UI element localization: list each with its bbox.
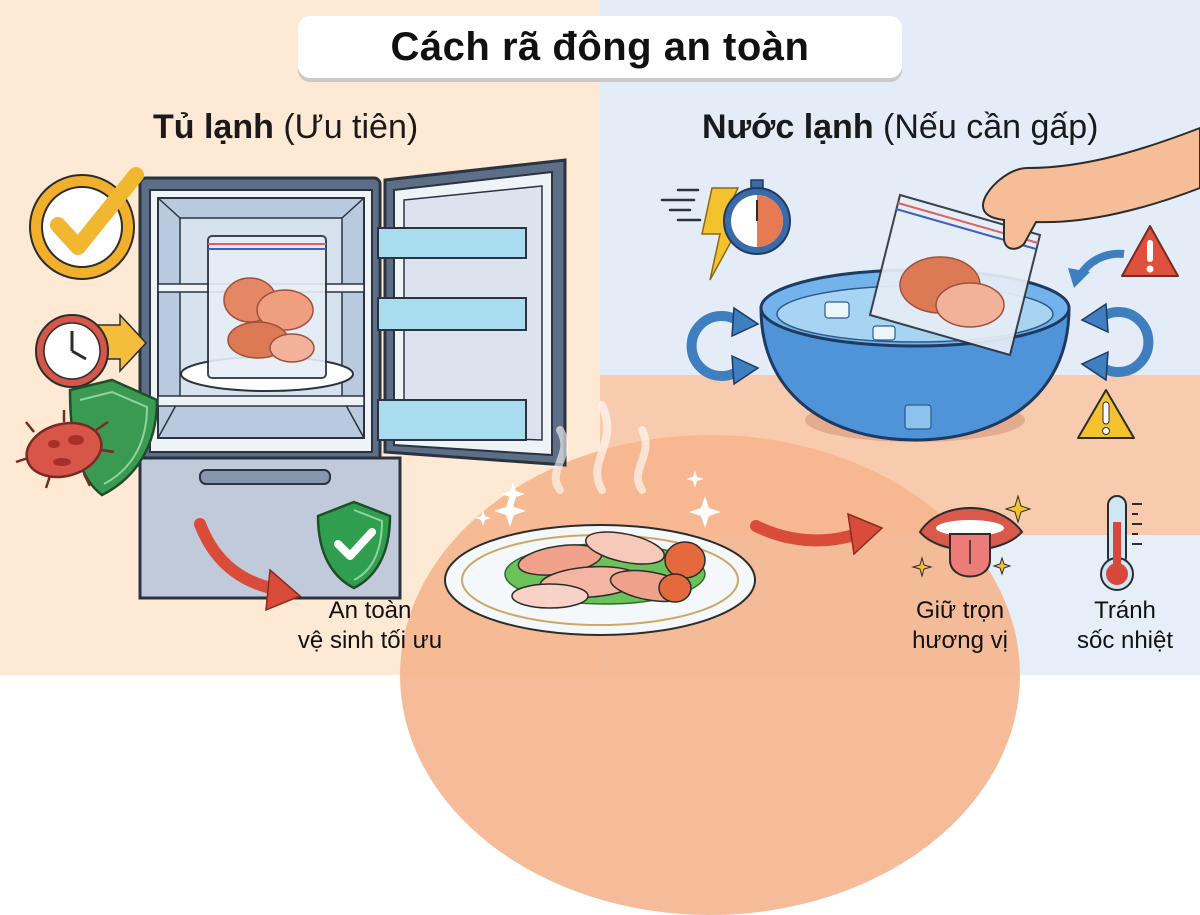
red-arrow-right-icon	[750, 512, 884, 556]
benefit-flavor-line2: hương vị	[912, 627, 1008, 654]
benefit-thermal-caption: Tránh sốc nhiệt	[1062, 596, 1188, 656]
sparkle-icon	[475, 470, 721, 528]
hand-icon	[982, 126, 1200, 250]
shield-check-icon	[316, 500, 392, 590]
circular-arrows-left-icon	[686, 306, 760, 386]
left-caption-line1: An toàn	[328, 597, 412, 624]
left-heading: Tủ lạnh (Ưu tiên)	[153, 108, 418, 147]
benefit-thermal-line2: sốc nhiệt	[1076, 627, 1174, 654]
benefit-flavor-caption: Giữ trọn hương vị	[900, 596, 1020, 656]
page-title: Cách rã đông an toàn	[390, 24, 810, 69]
red-arrow-icon	[194, 518, 302, 612]
right-heading-note: (Nếu cần gấp)	[883, 108, 1099, 146]
circular-arrows-right-icon	[1080, 302, 1154, 382]
right-heading-bold: Nước lạnh	[702, 108, 874, 146]
left-caption: An toàn vệ sinh tối ưu	[282, 596, 458, 656]
left-heading-bold: Tủ lạnh	[153, 108, 274, 146]
check-circle-icon	[29, 167, 144, 280]
lightning-stopwatch-icon	[660, 179, 791, 281]
clock-icon	[35, 313, 148, 388]
left-heading-note: (Ưu tiên)	[283, 108, 419, 146]
left-caption-line2: vệ sinh tối ưu	[297, 627, 443, 654]
thermometer-icon	[1100, 495, 1142, 591]
steam-icon	[551, 401, 650, 494]
fridge-icon	[138, 158, 567, 600]
tongue-icon	[911, 494, 1032, 578]
right-heading: Nước lạnh (Nếu cần gấp)	[702, 108, 1099, 147]
benefit-flavor-line1: Giữ trọn	[915, 597, 1005, 624]
benefit-thermal-line1: Tránh	[1094, 597, 1156, 624]
curved-arrow-icon	[1068, 249, 1125, 288]
warning-icon-red	[1121, 225, 1179, 277]
warning-icon-yellow	[1077, 389, 1135, 439]
bag-in-water-icon	[868, 193, 1042, 357]
plate-of-crab-meat-icon	[444, 524, 756, 636]
title-banner: Cách rã đông an toàn	[298, 16, 902, 78]
bacteria-icon	[15, 410, 115, 489]
